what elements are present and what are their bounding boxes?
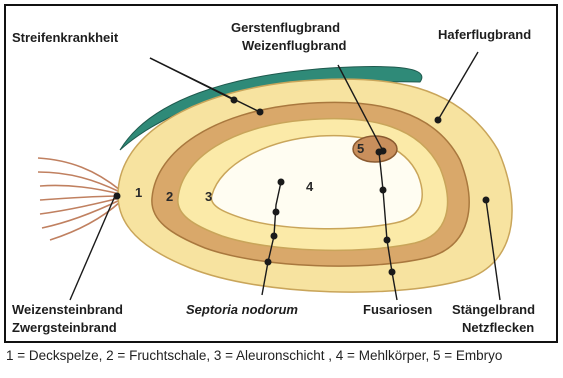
- layer-number-5: 5: [357, 141, 364, 156]
- label-staengelbrand: Stängelbrand: [452, 302, 535, 318]
- label-netzflecken: Netzflecken: [462, 320, 534, 336]
- layer-legend: 1 = Deckspelze, 2 = Fruchtschale, 3 = Al…: [6, 348, 502, 363]
- seed-hairs: [38, 158, 120, 240]
- label-zwergsteinbrand: Zwergsteinbrand: [12, 320, 117, 336]
- layer-number-4: 4: [306, 179, 313, 194]
- label-streifenkrankheit: Streifenkrankheit: [12, 30, 118, 46]
- label-weizensteinbrand: Weizensteinbrand: [12, 302, 123, 318]
- label-gerstenflugbrand: Gerstenflugbrand: [231, 20, 340, 36]
- label-septoria-nodorum: Septoria nodorum: [186, 302, 298, 318]
- layer-number-1: 1: [135, 185, 142, 200]
- layer-number-3: 3: [205, 189, 212, 204]
- label-fusariosen: Fusariosen: [363, 302, 432, 318]
- layer-number-2: 2: [166, 189, 173, 204]
- label-weizenflugbrand: Weizenflugbrand: [242, 38, 346, 54]
- label-haferflugbrand: Haferflugbrand: [438, 27, 531, 43]
